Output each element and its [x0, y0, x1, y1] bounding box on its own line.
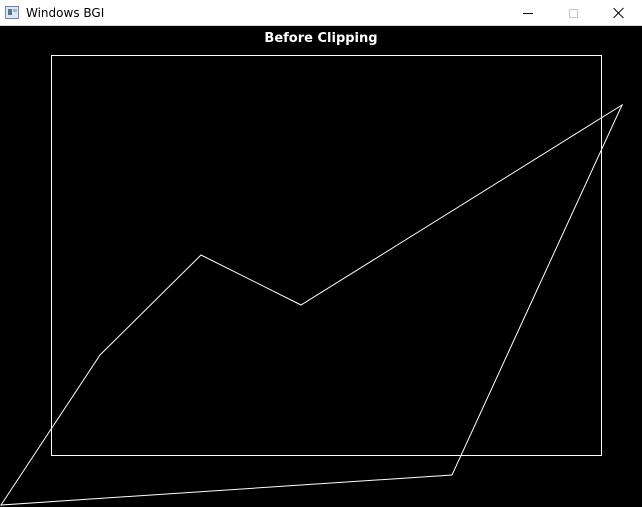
- clipping-window-rectangle: [51, 55, 602, 456]
- minimize-button[interactable]: [505, 0, 551, 26]
- drawing-canvas: Before Clipping: [0, 26, 642, 507]
- close-button[interactable]: [596, 0, 642, 26]
- unclipped-polygon: [0, 103, 624, 506]
- drawing-surface: [0, 55, 624, 506]
- maximize-icon: [568, 8, 578, 18]
- window-title: Windows BGI: [26, 6, 105, 20]
- title-bar[interactable]: Windows BGI: [0, 0, 642, 26]
- canvas-heading: Before Clipping: [264, 31, 378, 46]
- maximize-button[interactable]: [550, 0, 596, 26]
- close-icon: [613, 7, 625, 19]
- bgi-window-icon[interactable]: [5, 6, 19, 19]
- minimize-icon: [523, 12, 533, 14]
